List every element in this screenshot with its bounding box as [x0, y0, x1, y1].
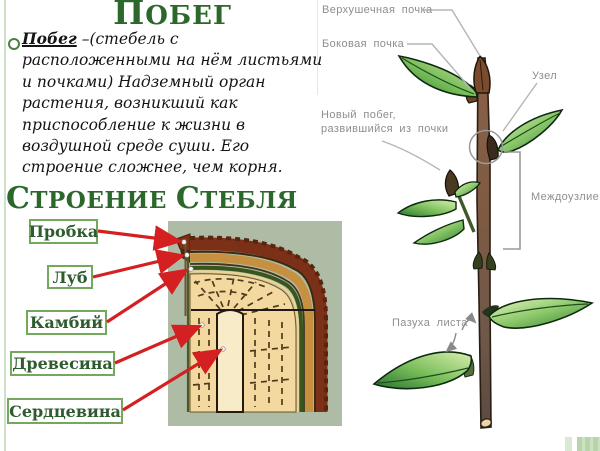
upper-left-leaf-midrib — [401, 57, 475, 95]
label-new-shoot: Новый побег, развившийся из почки — [321, 109, 449, 135]
cambium-layer — [189, 265, 303, 412]
label-box-serdcevina: Сердцевина — [7, 398, 123, 424]
bullet-ring-icon — [8, 38, 20, 50]
cork-rough-edge — [189, 235, 328, 412]
label-connectors — [381, 9, 538, 171]
connector-node — [502, 82, 538, 132]
node-bud-right — [486, 252, 497, 271]
label-box-drevesina: Древесина — [10, 351, 115, 376]
label-drevesina: Древесина — [12, 354, 113, 373]
lower-right-leaf-midrib — [491, 303, 589, 318]
phloem-layer — [189, 253, 314, 412]
slide-left-accent-line — [4, 0, 6, 451]
lower-right-leaf — [488, 297, 595, 329]
internode-bracket — [503, 151, 521, 250]
label-node: Узел — [532, 70, 558, 82]
node-bud-left — [472, 251, 483, 270]
corner-decoration-striped — [577, 437, 600, 451]
new-shoot-leaf-small — [454, 181, 482, 198]
label-box-kambiy: Камбий — [26, 310, 107, 335]
title-initial: П — [113, 0, 146, 32]
new-shoot-leaf-left — [396, 199, 457, 218]
shoot-diagram-image — [372, 9, 595, 429]
title-rest: ОБЕГ — [145, 1, 232, 31]
stem-cross-section-image — [168, 221, 342, 426]
heading-word1-rest: ТРОЕНИЕ — [30, 187, 167, 214]
heading-word2-rest: ТЕБЛЯ — [200, 187, 298, 214]
node-bud — [486, 134, 499, 161]
label-probka: Пробка — [28, 222, 99, 241]
heading-word1-initial: С — [6, 181, 31, 216]
cork-layer — [189, 237, 328, 412]
definition-term: Побег — [22, 29, 77, 48]
connector-new-shoot — [381, 140, 441, 171]
page-title: ПОБЕГ — [10, 0, 335, 32]
axil-arrow-to-leaf — [445, 332, 458, 353]
cambium-light-line — [189, 270, 300, 412]
label-leaf-axil: Пазуха листа — [392, 317, 468, 329]
label-box-probka: Пробка — [29, 219, 98, 244]
new-shoot-leaf-lower — [412, 219, 465, 245]
connector-lateral-bud — [407, 43, 471, 89]
apical-bud-scale-line — [479, 59, 484, 91]
connector-apical-bud — [424, 9, 481, 57]
label-kambiy: Камбий — [29, 313, 104, 332]
label-apical-bud: Верхушечная почка — [322, 4, 433, 16]
label-lateral-bud: Боковая почка — [322, 38, 405, 50]
arrow-probka — [97, 225, 183, 251]
label-serdcevina: Сердцевина — [9, 401, 121, 421]
label-lub: Луб — [52, 267, 88, 287]
lower-left-leaf-midrib — [377, 367, 469, 384]
lower-left-leaf — [372, 351, 473, 390]
definition-paragraph: Побег –(стебель с расположенными на нём … — [22, 28, 323, 179]
apical-bud — [473, 54, 491, 94]
node-circle — [468, 129, 504, 165]
definition-text: –(стебель с расположенными на нём листья… — [22, 30, 323, 177]
pith-column — [216, 309, 244, 413]
heading-word2-initial: С — [175, 181, 201, 216]
axil-arrow-to-stem — [461, 312, 477, 331]
stem-cut-end — [479, 418, 493, 428]
upper-right-leaf-midrib — [499, 112, 561, 148]
label-box-lub: Луб — [47, 265, 93, 289]
corner-decoration-small — [565, 437, 572, 451]
stem — [476, 57, 492, 429]
cork-inner-line — [189, 250, 316, 412]
column-separator-line — [317, 0, 318, 95]
new-shoot-bud — [444, 169, 460, 197]
label-internode: Междоузлие — [531, 191, 600, 203]
